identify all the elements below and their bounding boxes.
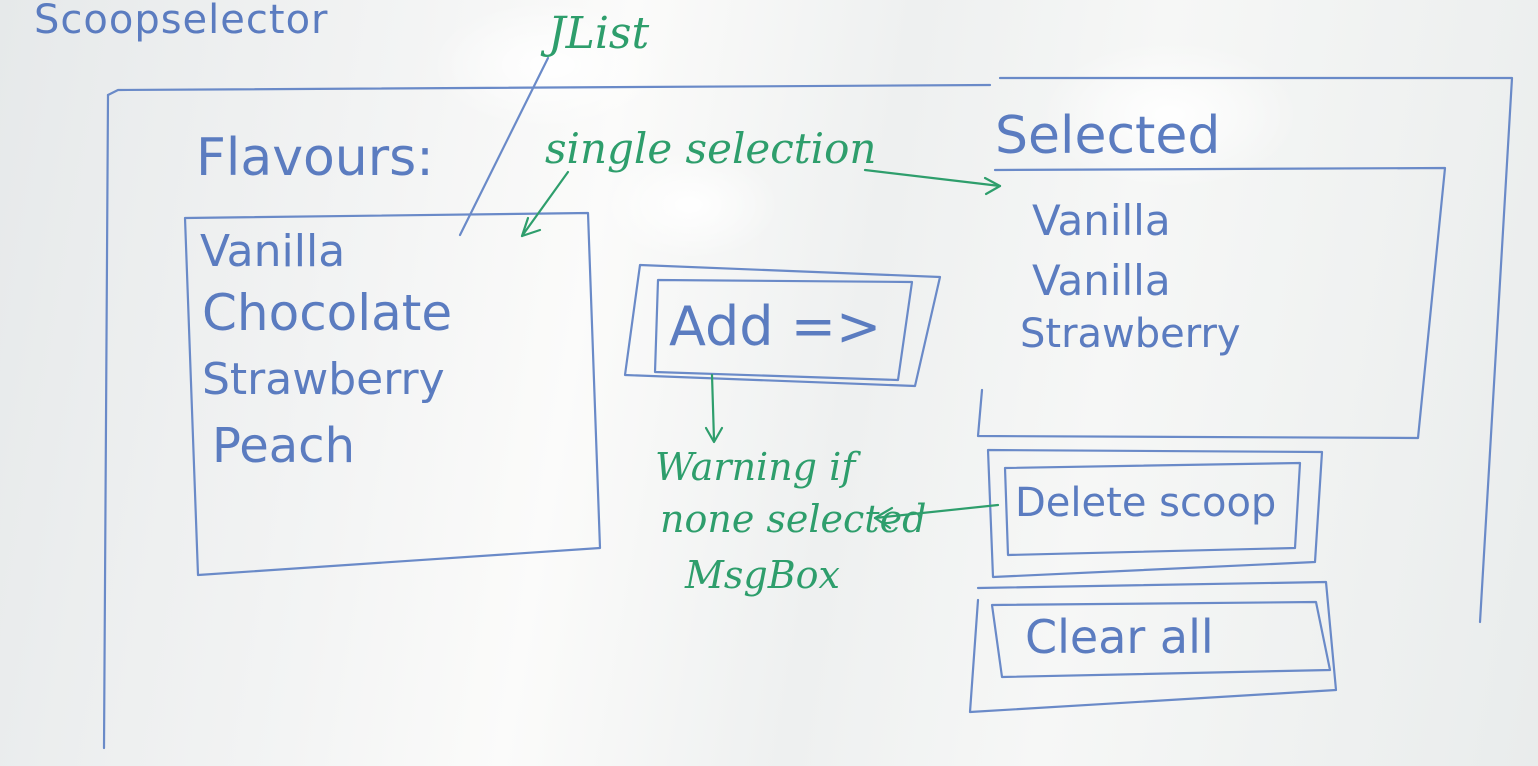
single-selection-note: single selection	[545, 124, 877, 173]
list-item[interactable]: Vanilla	[1032, 196, 1171, 245]
diagram-title: Scoopselector	[34, 0, 329, 43]
list-item[interactable]: Strawberry	[202, 354, 445, 405]
list-item[interactable]: Vanilla	[200, 226, 346, 277]
list-item[interactable]: Chocolate	[202, 284, 453, 342]
clear-all-button-label: Clear all	[1025, 610, 1214, 664]
list-item[interactable]: Peach	[212, 418, 355, 474]
warning-note-line2: none selected	[660, 497, 927, 541]
add-button-label: Add =>	[669, 295, 882, 358]
add-button[interactable]: Add =>	[655, 280, 910, 375]
warning-note-line3: MsgBox	[685, 553, 840, 597]
clear-all-button[interactable]: Clear all	[995, 602, 1315, 677]
jlist-note: JList	[548, 8, 650, 59]
delete-scoop-button[interactable]: Delete scoop	[1005, 465, 1300, 553]
flavours-heading: Flavours:	[196, 128, 434, 188]
list-item[interactable]: Vanilla	[1032, 256, 1171, 305]
flavours-list[interactable]: Vanilla Chocolate Strawberry Peach	[200, 230, 580, 550]
warning-note-line1: Warning if	[655, 445, 856, 489]
selected-heading: Selected	[995, 106, 1221, 166]
selected-list[interactable]: Vanilla Vanilla Strawberry	[1010, 190, 1410, 430]
delete-scoop-button-label: Delete scoop	[1015, 480, 1277, 526]
list-item[interactable]: Strawberry	[1020, 311, 1241, 357]
